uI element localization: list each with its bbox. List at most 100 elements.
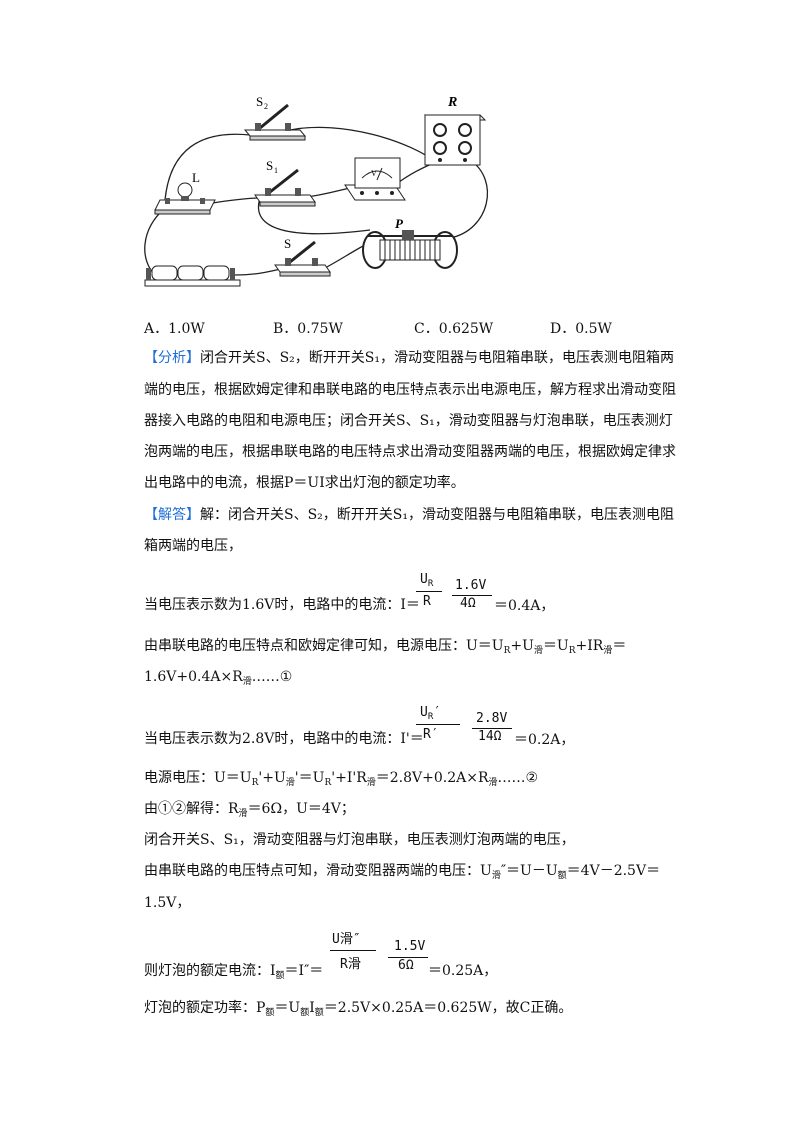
switch-s1-icon (254, 168, 316, 207)
answer-line-9: 1.5V， (144, 895, 191, 911)
label-l: L (192, 170, 200, 185)
sub: R (324, 778, 332, 788)
option-letter: B． (273, 321, 298, 337)
text: 1.6V+0.4A×R (144, 669, 243, 685)
rheostat-icon (362, 230, 458, 269)
text: +IR (575, 638, 604, 654)
analysis-tag: 【分析】 (144, 350, 200, 366)
label-s2: S (256, 94, 263, 109)
meter-symbol: V (371, 169, 377, 178)
sub: 滑 (488, 778, 498, 788)
text: +U (510, 638, 534, 654)
option-text: 1.0W (168, 321, 205, 337)
switch-s2-icon (243, 103, 307, 141)
text: ……② (497, 770, 539, 786)
option-a: A．1.0W (144, 318, 205, 338)
formula-2-num2: 2.8V (476, 711, 508, 726)
answer-text: 解：闭合开关S、S₂，断开开关S₁，滑动变阻器与电阻箱串联，电压表测电阻 (200, 507, 674, 523)
sub: 滑 (603, 646, 613, 656)
formula-2-bar2 (472, 728, 512, 729)
formula-sub: R (427, 712, 434, 722)
label-r: R (447, 95, 457, 110)
formula-2-lead: 当电压表示数为2.8V时，电路中的电流：I'＝ (144, 731, 424, 747)
label-s1-sub: 1 (274, 166, 278, 175)
option-c: C．0.625W (414, 318, 493, 338)
formula-3-lead: 则灯泡的额定电流：I额＝I″＝ (144, 961, 323, 981)
label-s1: S (266, 158, 273, 173)
text: 由①②解得：R (144, 801, 239, 817)
text: ……① (251, 669, 293, 685)
option-text: 0.5W (575, 321, 612, 337)
text: ＝I″＝ (284, 963, 324, 979)
battery-icon (144, 265, 241, 287)
lamp-icon (154, 182, 216, 215)
formula-1-tail: ＝0.4A， (494, 598, 555, 614)
text: ＝ (612, 638, 627, 654)
analysis-text: 闭合开关S、S₂，断开开关S₁，滑动变阻器与电阻箱串联，电压表测电阻箱两 (200, 350, 674, 366)
sub: 额 (557, 871, 567, 881)
formula-3-den2: 6Ω (398, 958, 414, 973)
answer-line-6: 由①②解得：R滑＝6Ω，U＝4V； (144, 799, 355, 819)
text: ＝U (274, 1000, 301, 1016)
text: 灯泡的额定功率：P (144, 1000, 266, 1016)
formula-3-num1: U滑″ (332, 932, 361, 947)
analysis-line-5: 出电路中的电流，根据P＝UI求出灯泡的额定功率。 (144, 475, 465, 491)
text: '＝U (294, 770, 325, 786)
text: ＝2.5V×0.25A＝0.625W，故C正确。 (323, 1000, 573, 1016)
resistance-box-icon (423, 114, 487, 166)
formula-1-lead: 当电压表示数为1.6V时，电路中的电流：I＝ (144, 597, 420, 613)
sub: 滑 (366, 778, 376, 788)
answer-line-5: 电源电压：U＝UR'+U滑'＝UR'+I'R滑＝2.8V+0.2A×R滑……② (144, 768, 538, 788)
text: ＝6Ω，U＝4V； (247, 801, 355, 817)
text: '+U (258, 770, 286, 786)
text: I (309, 1000, 315, 1016)
formula-2-num1: UR′ (420, 705, 442, 722)
text: ＝2.8V+0.2A×R (375, 770, 489, 786)
sub: 额 (314, 1008, 324, 1018)
analysis-line-3: 器接入电路的电阻和电源电压；闭合开关S、S₁，滑动变阻器与灯泡串联，电压表测灯 (144, 413, 673, 429)
sub: R (568, 646, 576, 656)
formula-2-bar1 (416, 724, 460, 725)
option-d: D．0.5W (550, 318, 612, 338)
formula-1-num2: 1.6V (455, 578, 487, 593)
formula-2-tail: ＝0.2A， (514, 732, 575, 748)
answer-line-10: 灯泡的额定功率：P额＝U额I额＝2.5V×0.25A＝0.625W，故C正确。 (144, 998, 572, 1018)
option-letter: C． (414, 321, 439, 337)
text: ″＝U－U (500, 863, 558, 879)
sub: 额 (300, 1008, 310, 1018)
formula-1-den2: 4Ω (460, 596, 476, 611)
sub: 滑 (491, 871, 501, 881)
sub: 额 (265, 1008, 275, 1018)
text: '+I'R (331, 770, 367, 786)
analysis-line-2: 端的电压，根据欧姆定律和串联电路的电压特点表示出电源电压，解方程求出滑动变阻 (144, 382, 676, 398)
switch-s-icon (274, 240, 331, 277)
answer-line-2: 箱两端的电压， (144, 538, 242, 554)
answer-line-7: 闭合开关S、S₁，滑动变阻器与灯泡串联，电压表测灯泡两端的电压， (144, 832, 575, 848)
option-text: 0.625W (438, 321, 494, 337)
voltmeter-icon (344, 157, 406, 201)
text: ＝U (542, 638, 569, 654)
formula-prime: ′ (433, 705, 442, 720)
formula-1-num1: UR (420, 572, 433, 589)
formula-2-den1: R′ (423, 727, 439, 742)
label-s: S (284, 236, 291, 251)
sub: R (503, 646, 511, 656)
formula-3-tail: ＝0.25A， (428, 963, 498, 979)
option-letter: A． (144, 321, 169, 337)
option-text: 0.75W (297, 321, 343, 337)
answer-line-4: 1.6V+0.4A×R滑……① (144, 667, 292, 687)
formula-3-bar1 (330, 950, 376, 951)
formula-3-bar2 (388, 957, 428, 958)
formula-3-den1: R滑 (340, 957, 361, 972)
formula-2-den2: 14Ω (478, 729, 502, 744)
sub: 滑 (238, 809, 248, 819)
formula-1-bar2 (452, 595, 492, 596)
text: 由串联电路的电压特点可知，滑动变阻器两端的电压：U (144, 863, 492, 879)
answer-line-1: 【解答】解：闭合开关S、S₂，断开开关S₁，滑动变阻器与电阻箱串联，电压表测电阻 (144, 505, 674, 525)
label-s2-sub: 2 (264, 102, 268, 111)
formula-1-bar1 (416, 591, 442, 592)
text: 由串联电路的电压特点和欧姆定律可知，电源电压：U＝U (144, 638, 504, 654)
circuit-diagram: S 2 R S 1 V L (144, 94, 489, 287)
formula-1-den1: R (423, 594, 431, 609)
answer-tag: 【解答】 (144, 507, 200, 523)
